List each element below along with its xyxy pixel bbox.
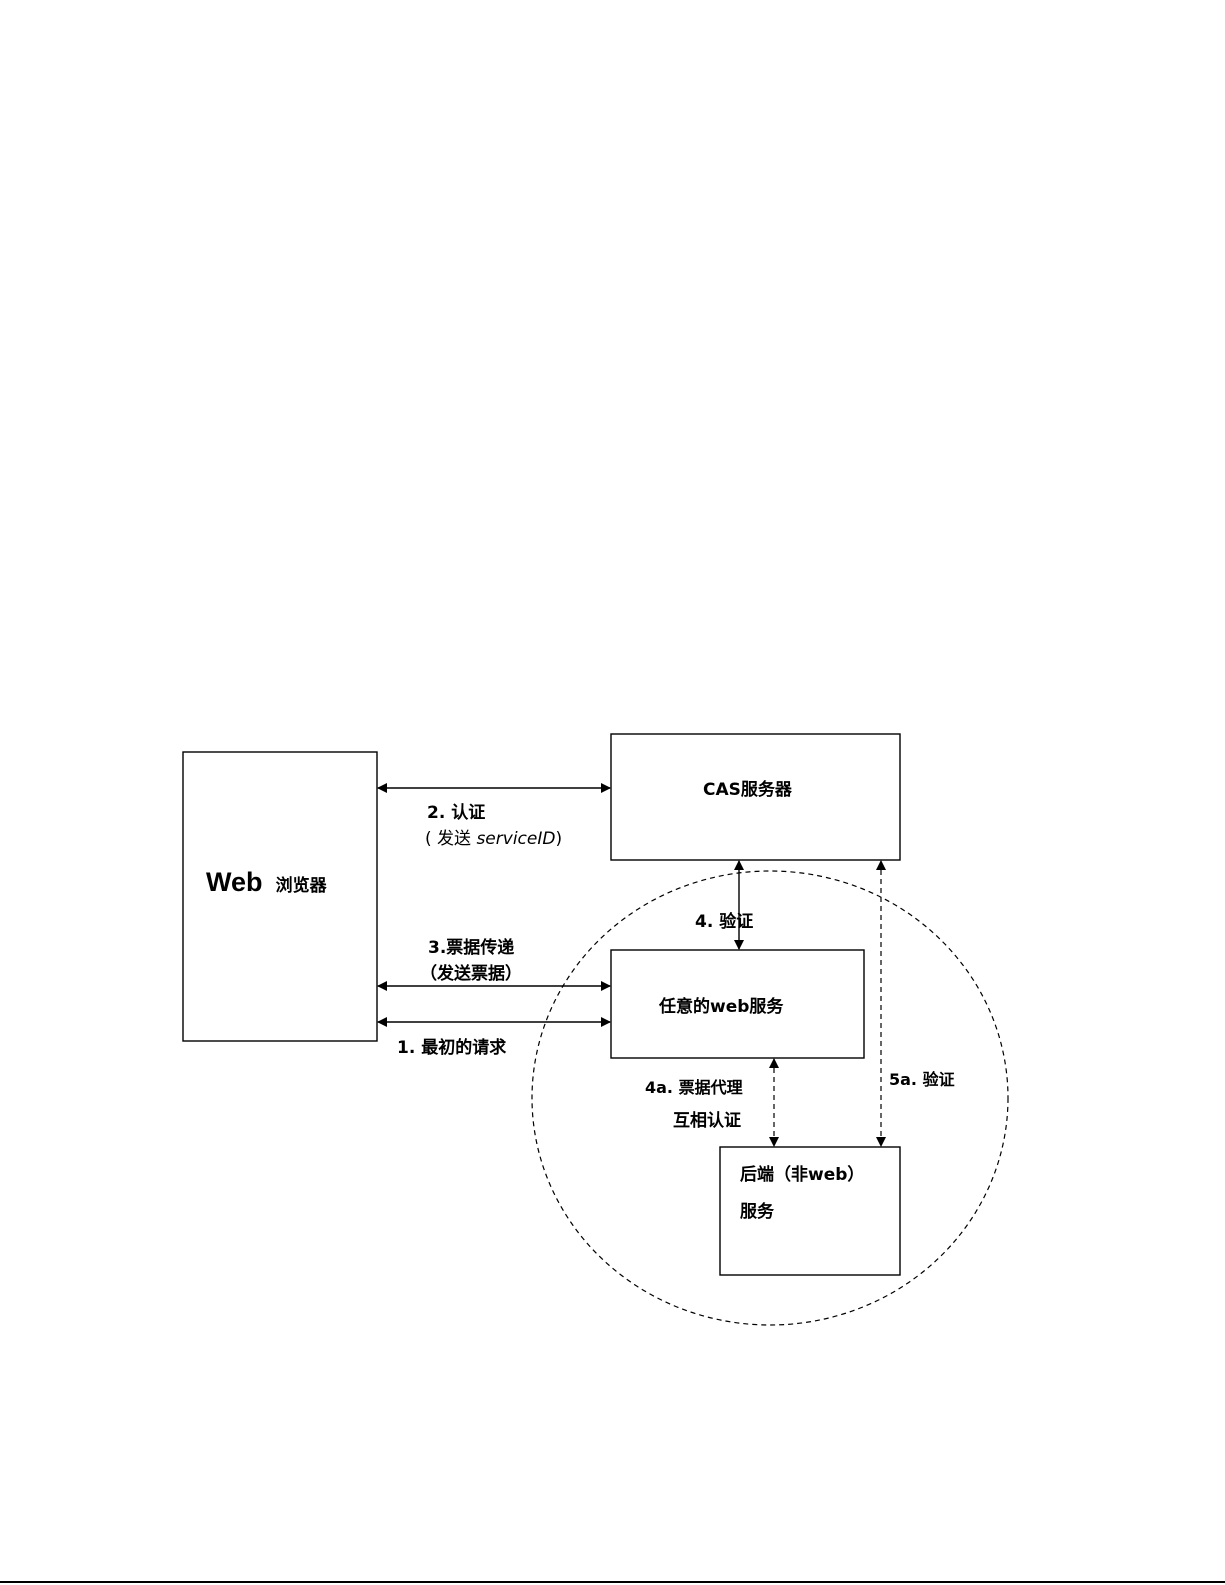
- validate-label: 4. 验证: [695, 911, 753, 932]
- web-browser-title-cn: 浏览器: [276, 875, 328, 896]
- web-browser-title-en: Web: [206, 867, 263, 897]
- web-service-label: 任意的web服务: [658, 996, 784, 1017]
- ticket-pass-label-line1: 3.票据传递: [428, 937, 514, 958]
- authenticate-label-prefix: ( 发送: [425, 829, 476, 849]
- proxy-ticket-label-line2: 互相认证: [673, 1110, 741, 1131]
- authenticate-label-line2: ( 发送 serviceID): [425, 829, 562, 849]
- backend-service-label-line2: 服务: [740, 1201, 775, 1222]
- initial-request-label: 1. 最初的请求: [397, 1037, 506, 1058]
- page-bottom-rule: [0, 1581, 1225, 1583]
- cas-server-label: CAS服务器: [703, 779, 793, 800]
- authenticate-label-suffix: ): [555, 829, 562, 849]
- authenticate-label-line1: 2. 认证: [427, 802, 485, 823]
- authenticate-label-serviceid: serviceID: [476, 829, 555, 849]
- validate-5a-label: 5a. 验证: [889, 1070, 955, 1089]
- proxy-ticket-label-line1: 4a. 票据代理: [645, 1078, 743, 1097]
- backend-service-label-line1: 后端（非web）: [740, 1164, 864, 1185]
- ticket-pass-label-line2: （发送票据）: [420, 963, 522, 984]
